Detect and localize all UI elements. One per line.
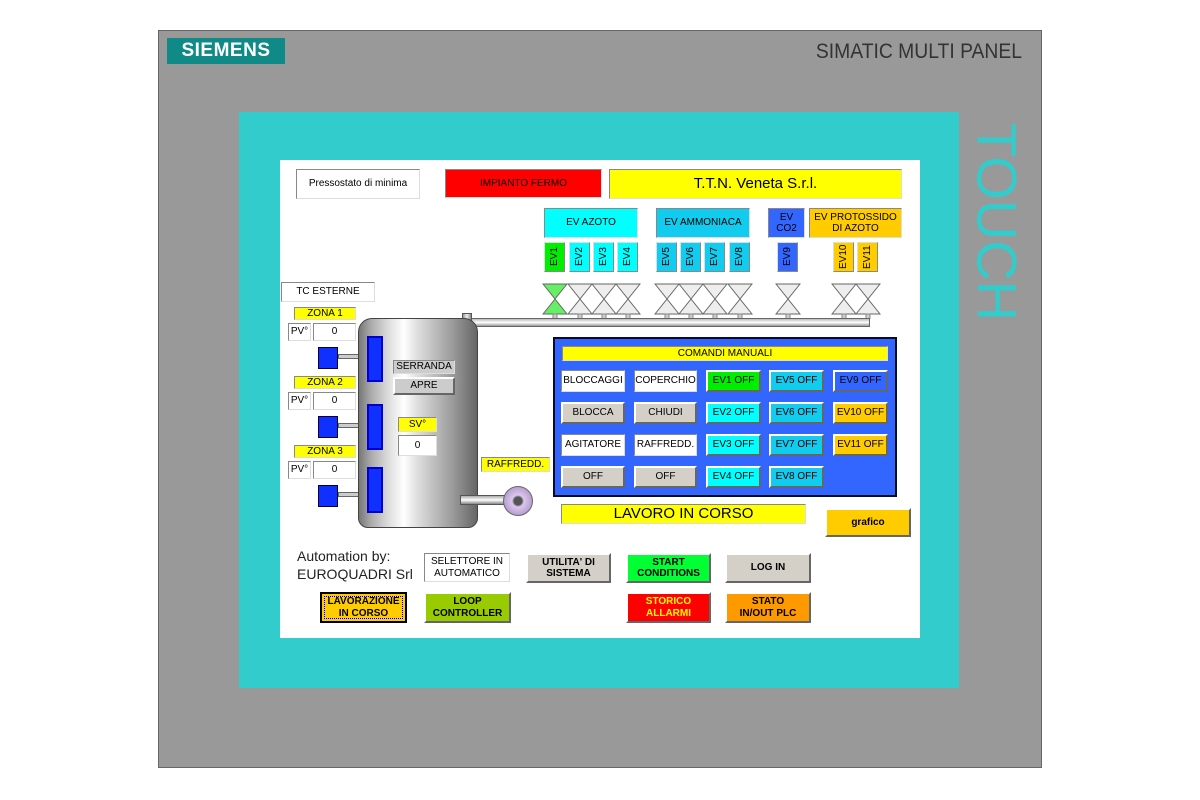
utilita-sistema-button[interactable]: UTILITA' DI SISTEMA (526, 553, 611, 583)
valve-icon[interactable] (775, 283, 801, 319)
valve-label-ev6: EV6 (680, 242, 701, 272)
valve-label-ev5: EV5 (656, 242, 677, 272)
manual-ev5-off[interactable]: EV5 OFF (769, 370, 824, 392)
valve-icon[interactable] (678, 283, 704, 319)
pv-label: PV° (288, 461, 311, 479)
zone-pv-value: 0 (313, 461, 356, 479)
grafico-button[interactable]: grafico (825, 508, 911, 537)
pressostato-indicator: Pressostato di minima (296, 169, 420, 199)
company-title: T.T.N. Veneta S.r.l. (609, 169, 902, 199)
manual-ev9-off[interactable]: EV9 OFF (833, 370, 888, 392)
actuator-icon (318, 347, 338, 369)
valve-icon[interactable] (702, 283, 728, 319)
valve-icon[interactable] (654, 283, 680, 319)
manual-blocca[interactable]: BLOCCA (561, 402, 625, 424)
valve-label-ev2: EV2 (569, 242, 590, 272)
model-label: SIMATIC MULTI PANEL (815, 40, 1022, 63)
actuator-icon (318, 485, 338, 507)
heater-element-2 (367, 404, 383, 450)
valve-label-ev11: EV11 (857, 242, 878, 272)
loop-controller-button[interactable]: LOOP CONTROLLER (424, 592, 511, 623)
manual-ev2-off[interactable]: EV2 OFF (706, 402, 761, 424)
group-ev-co2: EV CO2 (768, 208, 805, 238)
actuator-icon (318, 416, 338, 438)
gas-pipe (465, 318, 870, 327)
manual-ev11-off[interactable]: EV11 OFF (833, 434, 888, 456)
heater-element-3 (367, 467, 383, 513)
valve-icon[interactable] (591, 283, 617, 319)
valve-label-ev3: EV3 (593, 242, 614, 272)
selettore-automatico: SELETTORE IN AUTOMATICO (424, 553, 510, 582)
credits-line2: EUROQUADRI Srl (297, 566, 413, 582)
valve-label-ev4: EV4 (617, 242, 638, 272)
valve-label-ev10: EV10 (833, 242, 854, 272)
zone-pv-value: 0 (313, 323, 356, 341)
zone-label: ZONA 2 (294, 376, 356, 389)
pump-icon (503, 486, 533, 516)
raffredd-label: RAFFREDD. (481, 457, 550, 472)
manual-ev8-off[interactable]: EV8 OFF (769, 466, 824, 488)
zone-label: ZONA 3 (294, 445, 356, 458)
heater-element-1 (367, 336, 383, 382)
valve-icon[interactable] (615, 283, 641, 319)
manual-ev1-off[interactable]: EV1 OFF (706, 370, 761, 392)
manual-coperchio: COPERCHIO (634, 370, 697, 392)
status-bar: LAVORO IN CORSO (561, 504, 806, 524)
valve-label-ev8: EV8 (729, 242, 750, 272)
valve-label-ev7: EV7 (704, 242, 725, 272)
manual-bloccaggi: BLOCCAGGI (561, 370, 625, 392)
manual-ev10-off[interactable]: EV10 OFF (833, 402, 888, 424)
valve-icon[interactable] (542, 283, 568, 319)
manual-ev3-off[interactable]: EV3 OFF (706, 434, 761, 456)
zone-label: ZONA 1 (294, 307, 356, 320)
manual-commands-title: COMANDI MANUALI (562, 346, 888, 361)
valve-icon[interactable] (567, 283, 593, 319)
storico-allarmi-button[interactable]: STORICO ALLARMI (626, 592, 711, 623)
manual-ev7-off[interactable]: EV7 OFF (769, 434, 824, 456)
manual-off[interactable]: OFF (634, 466, 697, 488)
manual-agitatore: AGITATORE (561, 434, 625, 456)
pv-label: PV° (288, 323, 311, 341)
valve-label-ev9: EV9 (777, 242, 798, 272)
manual-off[interactable]: OFF (561, 466, 625, 488)
valve-icon[interactable] (727, 283, 753, 319)
manual-chiudi[interactable]: CHIUDI (634, 402, 697, 424)
manual-ev6-off[interactable]: EV6 OFF (769, 402, 824, 424)
group-ev-ammoniaca: EV AMMONIACA (656, 208, 750, 238)
serranda-apre-button[interactable]: APRE (393, 377, 455, 395)
valve-label-ev1: EV1 (544, 242, 565, 272)
credits-line1: Automation by: (297, 548, 391, 564)
stato-io-plc-button[interactable]: STATO IN/OUT PLC (725, 592, 811, 623)
sv-label: SV° (398, 417, 437, 432)
manual-ev4-off[interactable]: EV4 OFF (706, 466, 761, 488)
valve-icon[interactable] (855, 283, 881, 319)
serranda-label: SERRANDA (393, 360, 455, 374)
start-conditions-button[interactable]: START CONDITIONS (626, 553, 711, 583)
lavorazione-in-corso-button[interactable]: LAVORAZIONE IN CORSO (320, 592, 407, 623)
group-ev-azoto: EV AZOTO (544, 208, 638, 238)
sv-input[interactable]: 0 (398, 435, 437, 456)
login-button[interactable]: LOG IN (725, 553, 811, 583)
zone-pv-value: 0 (313, 392, 356, 410)
plant-status: IMPIANTO FERMO (445, 169, 602, 198)
group-ev-protossido: EV PROTOSSIDO DI AZOTO (809, 208, 902, 238)
valve-icon[interactable] (831, 283, 857, 319)
pump-pipe (460, 495, 505, 505)
siemens-logo: SIEMENS (167, 38, 285, 64)
touch-label: TOUCH (965, 122, 1029, 322)
manual-raffredd-: RAFFREDD. (634, 434, 697, 456)
pv-label: PV° (288, 392, 311, 410)
tc-esterne-label: TC ESTERNE (281, 282, 375, 302)
